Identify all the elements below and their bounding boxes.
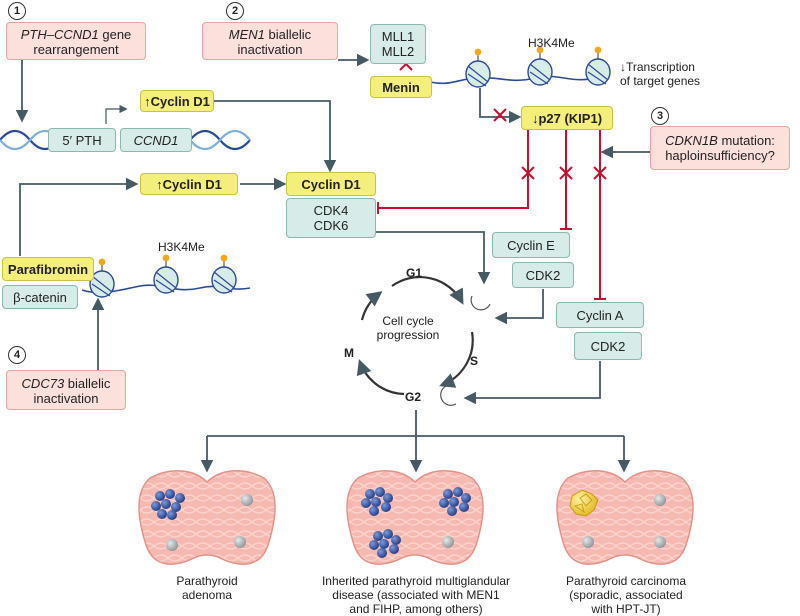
cyclin-d1-up-top: ↑Cyclin D1 [140, 90, 214, 112]
nucleosome-icon [153, 254, 179, 294]
cell-cycle-center-line1: Cell cycle [382, 314, 434, 328]
nucleosome-icon [527, 46, 553, 86]
phase-s: S [470, 354, 479, 368]
outcome-adenoma-line1: Parathyroid [176, 574, 238, 588]
outcome-carcinoma: Parathyroid carcinoma (sporadic, associa… [554, 574, 698, 616]
cdk6-label: CDK6 [313, 218, 349, 233]
phase-m: M [344, 346, 354, 360]
parathyroid-gland-adenoma [138, 470, 276, 565]
step-3-box: CDKN1B mutation: haploinsufficiency? [650, 126, 790, 170]
cell-cycle-center-line2: progression [376, 328, 440, 342]
cyclin-a: Cyclin A [556, 302, 644, 328]
beta-catenin: β-catenin [2, 285, 78, 309]
phase-g2: G2 [405, 390, 422, 404]
cyclin-d1-up-left: ↑Cyclin D1 [140, 173, 238, 195]
step-4-box: CDC73 biallelic inactivation [6, 370, 126, 410]
step-2-gene: MEN1 [228, 27, 265, 42]
step-2-label: biallelic inactivation [237, 27, 312, 57]
outcome-carcinoma-line1: Parathyroid carcinoma [565, 574, 687, 588]
transcription-note: ↓Transcription of target genes [620, 60, 700, 88]
cdk4-label: CDK4 [313, 203, 349, 218]
adenoma-nodule [361, 487, 393, 516]
outcome-multiglandular-line2: disease (associated with MEN1 [332, 588, 500, 602]
cdk2-e: CDK2 [512, 262, 574, 288]
outcome-multiglandular-line1: Inherited parathyroid multiglandular [321, 574, 511, 588]
step-1-gene: PTH–CCND1 [20, 27, 99, 42]
ccnd1-gene: CCND1 [120, 128, 192, 152]
step-1-box: PTH–CCND1 gene rearrangement [6, 22, 146, 60]
cyclin-d1: Cyclin D1 [286, 172, 376, 196]
adenoma-nodule [439, 487, 471, 516]
histone-mark-left: H3K4Me [158, 240, 205, 254]
cdk4-cdk6: CDK4 CDK6 [286, 198, 376, 238]
histone-mark-top: H3K4Me [528, 36, 575, 50]
pth-promoter: 5′ PTH [48, 128, 116, 152]
step-4-gene: CDC73 [21, 376, 65, 391]
step-1-label: gene rearrangement [33, 27, 132, 57]
cyclin-e: Cyclin E [492, 232, 570, 258]
parathyroid-gland-carcinoma [556, 470, 694, 565]
nucleosome-icon [465, 48, 491, 88]
step-number-3: 3 [651, 107, 669, 125]
inhibition-crosses [399, 57, 607, 180]
outcome-multiglandular-line3: and FIHP, among others) [349, 602, 483, 616]
nucleosome-icon [211, 254, 237, 294]
cdk2-a: CDK2 [574, 332, 642, 360]
step-4-label: biallelic inactivation [33, 376, 111, 406]
outcome-carcinoma-line2: (sporadic, associated [569, 588, 683, 602]
mll1-label: MLL1 [381, 29, 415, 44]
parathyroid-gland-multiglandular [346, 470, 484, 565]
nucleosome-icon [89, 258, 115, 298]
outcome-adenoma: Parathyroid adenoma [140, 574, 274, 602]
nucleosome-icon [585, 46, 611, 86]
p27-kip1: ↓p27 (KIP1) [521, 106, 613, 130]
outcome-adenoma-line2: adenoma [181, 588, 233, 602]
mll-complex: MLL1 MLL2 [370, 24, 426, 64]
adenoma-nodule [369, 529, 401, 558]
adenoma-nodule [151, 489, 185, 520]
mll2-label: MLL2 [381, 44, 415, 59]
step-number-2: 2 [226, 2, 244, 20]
step-number-4: 4 [8, 346, 26, 364]
step-2-box: MEN1 biallelic inactivation [202, 22, 338, 60]
outcome-carcinoma-line3: with HPT-JT) [591, 602, 661, 616]
transcription-line1: ↓Transcription [620, 60, 695, 74]
step-3-gene: CDKN1B [665, 133, 718, 148]
parafibromin: Parafibromin [2, 257, 94, 281]
step-number-1: 1 [8, 2, 26, 20]
carcinoma-nodule [569, 489, 599, 517]
cell-cycle-center: Cell cycle progression [366, 314, 450, 342]
menin: Menin [370, 76, 432, 98]
outcome-multiglandular: Inherited parathyroid multiglandular dis… [296, 574, 536, 616]
transcription-line2: of target genes [620, 74, 701, 88]
phase-g1: G1 [406, 266, 423, 280]
step-3-label: mutation: haploinsufficiency? [665, 133, 775, 163]
